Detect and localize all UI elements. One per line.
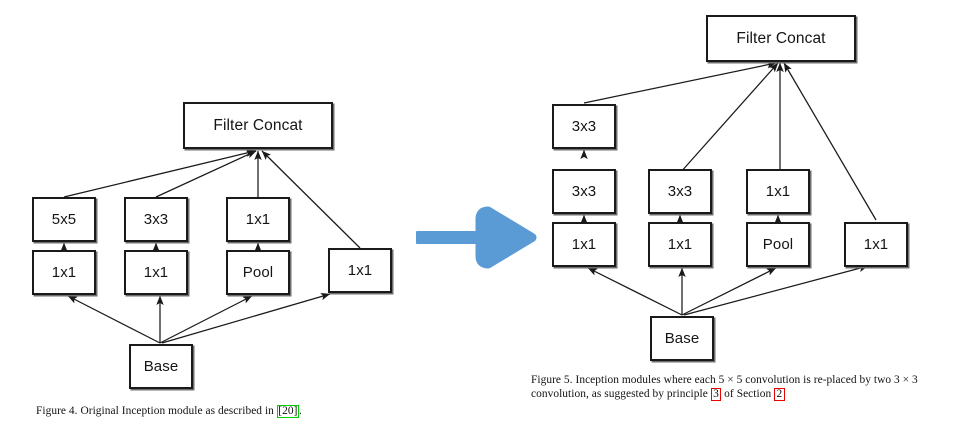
figure-5-caption-line1-math: 5 × 5: [718, 374, 743, 386]
left-node-conv3x3[interactable]: 3x3: [124, 197, 188, 242]
left-node-base[interactable]: Base: [129, 344, 193, 389]
right-node-pool[interactable]: Pool: [746, 222, 810, 267]
right-node-proj1x1[interactable]: 1x1: [844, 222, 908, 267]
right-node-conv3x3-mid[interactable]: 3x3: [648, 169, 712, 214]
right-diagram-edges: [580, 61, 877, 316]
right-node-reduce1x1-a[interactable]: 1x1: [552, 222, 616, 267]
right-node-filter-concat[interactable]: Filter Concat: [706, 15, 856, 62]
right-node-conv1x1-pool-branch[interactable]: 1x1: [746, 169, 810, 214]
figure-5-caption-line2-b: convolution, as suggested by principle: [531, 388, 711, 401]
transformation-arrow-icon: [416, 206, 537, 269]
figure-4-caption-prefix: Figure 4. Original Inception module as d…: [36, 405, 277, 417]
figure-4-caption-suffix: .: [298, 405, 302, 417]
left-node-pool[interactable]: Pool: [226, 250, 290, 295]
figure-5-caption-line1-b: convolution is re-: [742, 374, 827, 386]
figure-5-caption-line2-math: 3 × 3: [894, 374, 918, 386]
figure-5-caption-line3-a: Section: [736, 388, 775, 401]
left-node-conv1x1-top[interactable]: 1x1: [226, 197, 290, 242]
right-node-base[interactable]: Base: [650, 316, 714, 361]
reference-link-principle-3[interactable]: 3: [710, 388, 722, 402]
left-node-reduce1x1-b[interactable]: 1x1: [124, 250, 188, 295]
left-node-proj1x1[interactable]: 1x1: [328, 248, 392, 293]
left-diagram-edges: [60, 149, 361, 344]
figure-4-caption: Figure 4. Original Inception module as d…: [36, 404, 396, 418]
figure-5-caption-line1-a: Figure 5. Inception modules where each: [531, 374, 719, 386]
right-node-conv3x3-upper[interactable]: 3x3: [552, 104, 616, 149]
figure-5-caption: Figure 5. Inception modules where each 5…: [531, 373, 929, 402]
reference-link-20[interactable]: [20]: [276, 405, 299, 418]
left-node-reduce1x1-a[interactable]: 1x1: [32, 250, 96, 295]
figure-5-caption-line2-a: placed by two: [826, 374, 894, 386]
figure-5-caption-line2-c: of: [721, 388, 734, 401]
reference-link-section-2[interactable]: 2: [774, 388, 785, 402]
right-node-reduce1x1-b[interactable]: 1x1: [648, 222, 712, 267]
right-node-conv3x3-lower[interactable]: 3x3: [552, 169, 616, 214]
left-node-filter-concat[interactable]: Filter Concat: [183, 102, 333, 149]
left-node-conv5x5[interactable]: 5x5: [32, 197, 96, 242]
